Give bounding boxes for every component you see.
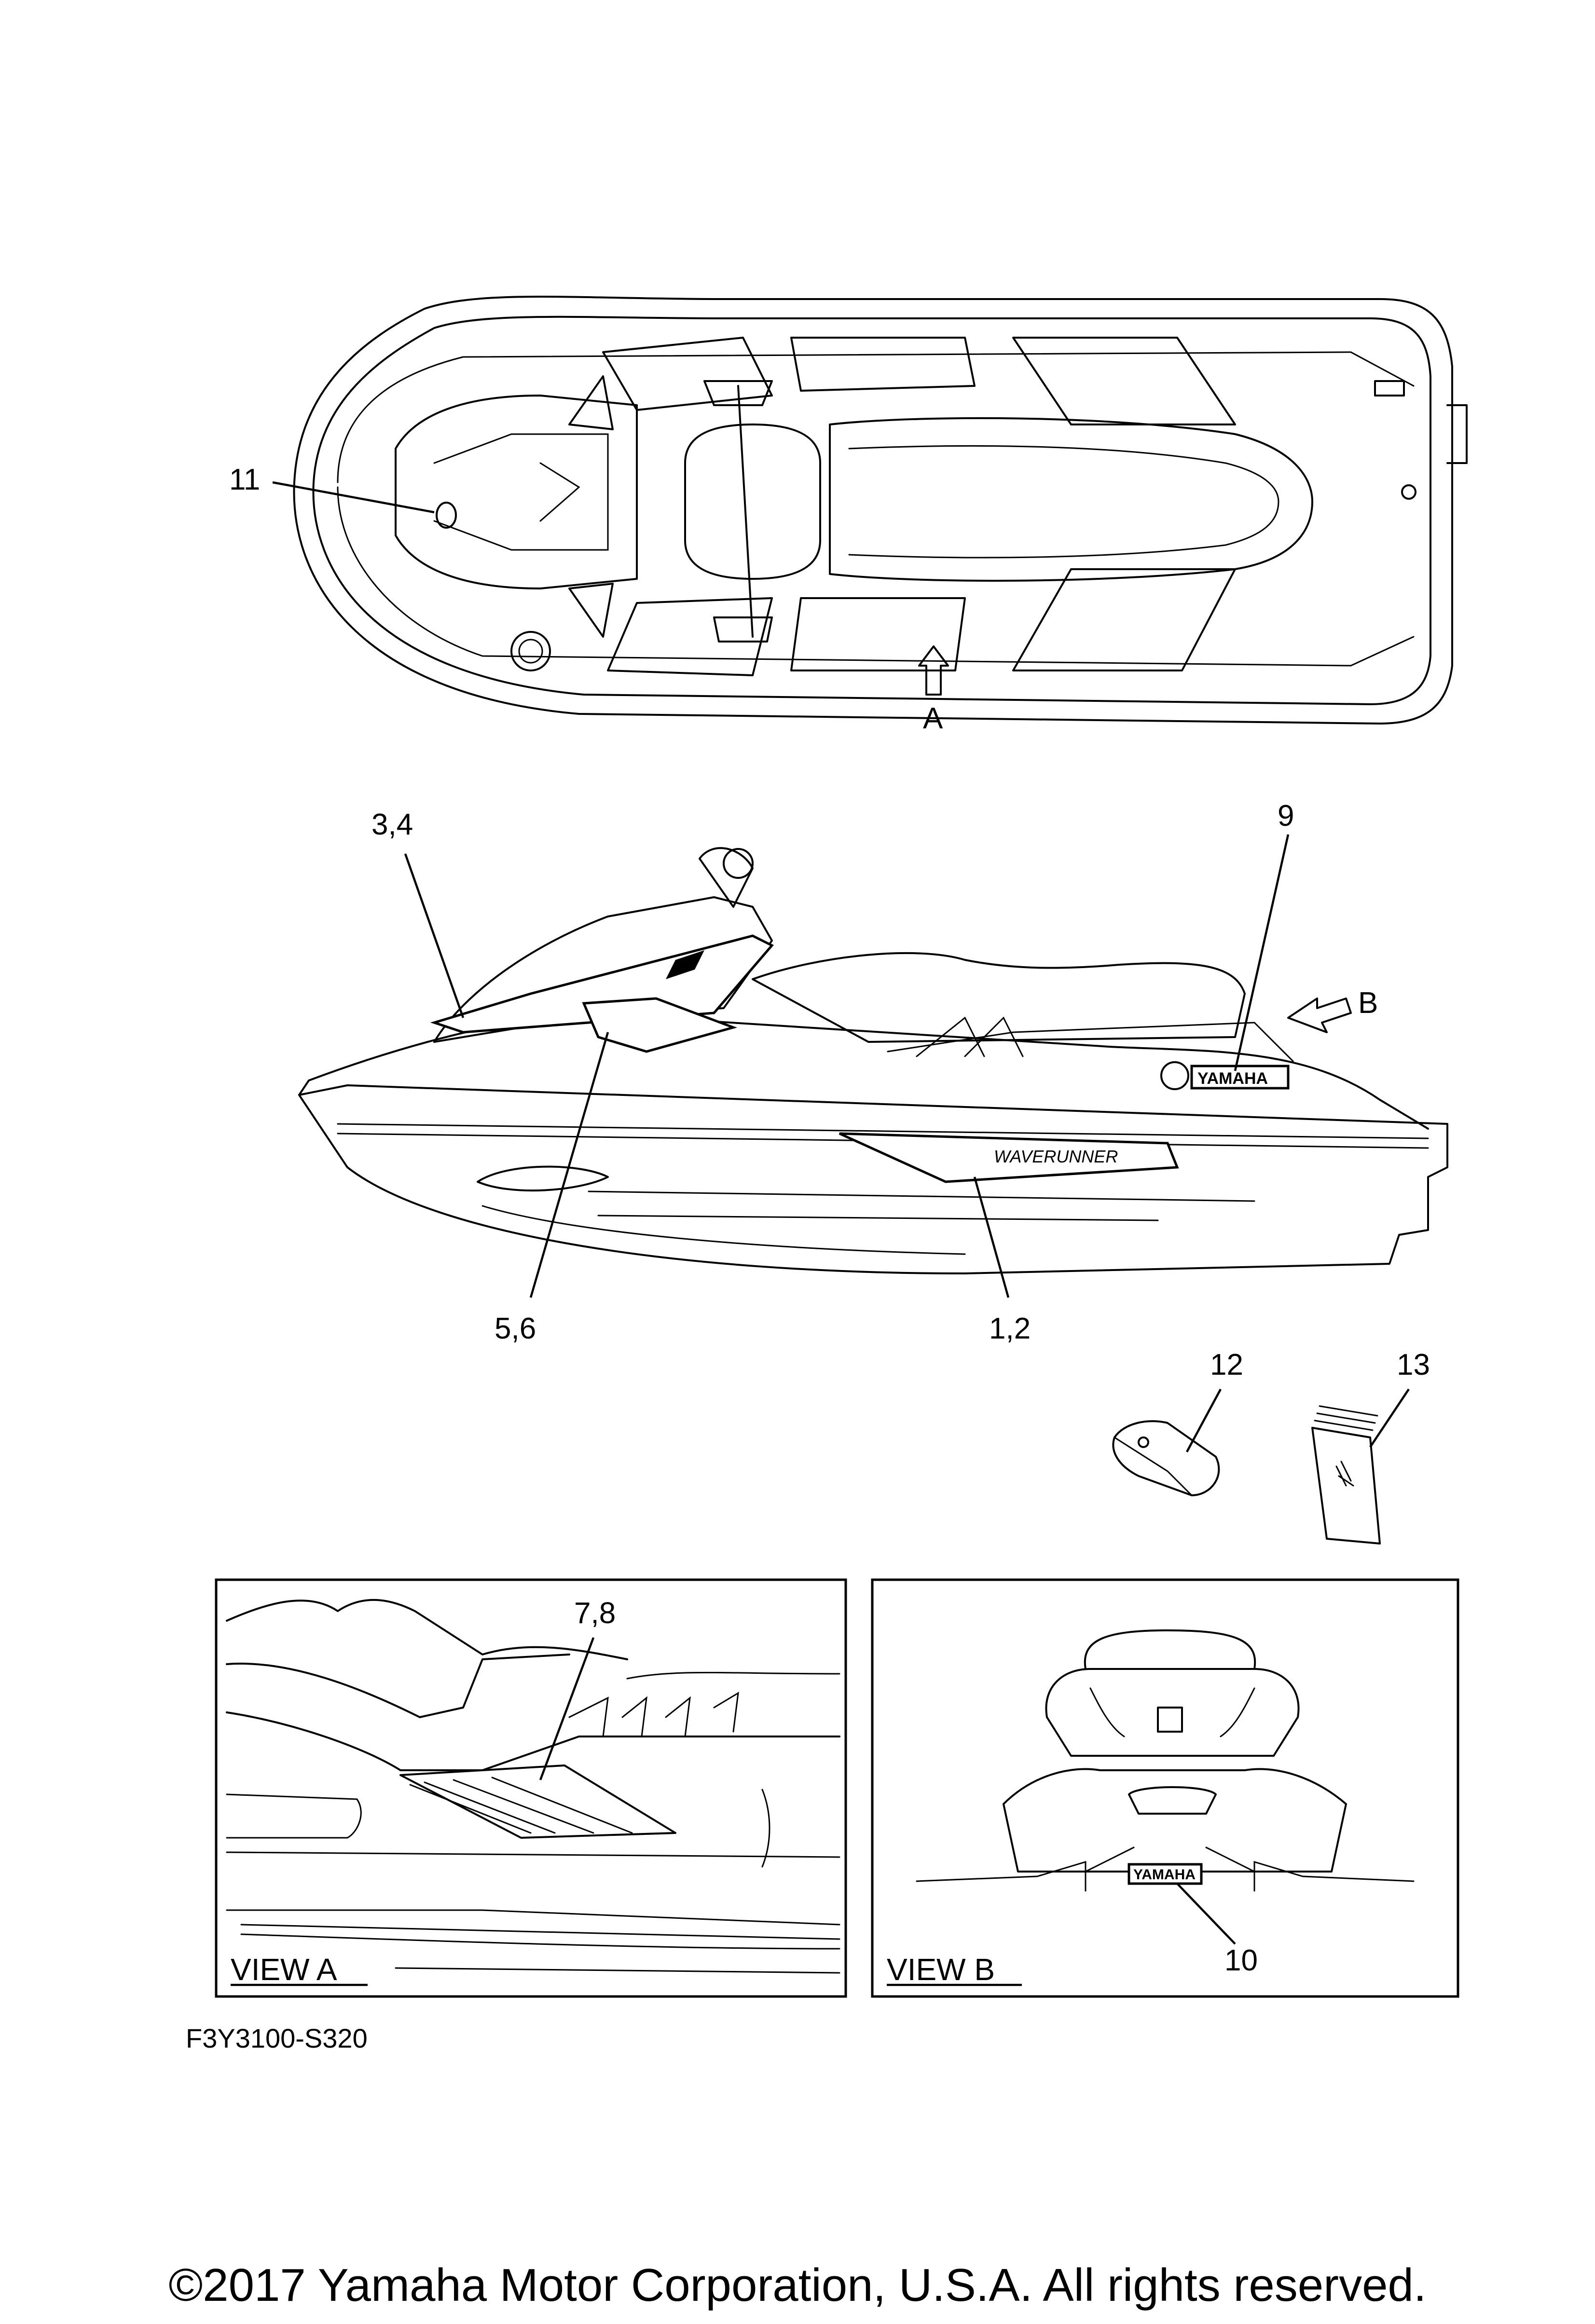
callout-13: 13	[1397, 1348, 1430, 1381]
callout-12: 12	[1210, 1348, 1243, 1381]
arrow-b-label: B	[1358, 986, 1378, 1020]
leader-12	[1186, 1388, 1222, 1453]
leader-3-4	[404, 853, 465, 1018]
callout-3-4: 3,4	[371, 808, 413, 841]
view-a-label: VIEW A	[231, 1952, 337, 1987]
view-b-detail: YAMAHA	[916, 1629, 1415, 1892]
leader-5-6	[529, 1032, 609, 1298]
callout-7-8: 7,8	[574, 1597, 616, 1630]
callout-11: 11	[229, 463, 260, 496]
top-view-watercraft	[293, 296, 1468, 725]
callout-5-6: 5,6	[495, 1312, 536, 1345]
drawing-code: F3Y3100-S320	[186, 2023, 368, 2053]
waverunner-decal-text: WAVERUNNER	[994, 1147, 1118, 1166]
view-a-detail	[226, 1599, 840, 1974]
leader-7-8	[539, 1637, 595, 1780]
callout-9: 9	[1278, 799, 1294, 833]
leader-10	[1176, 1883, 1236, 1945]
view-a-frame	[215, 1578, 847, 1998]
leader-13	[1369, 1388, 1410, 1448]
leader-11	[272, 481, 435, 514]
callout-10: 10	[1224, 1944, 1258, 1977]
part-13-card	[1311, 1405, 1381, 1545]
yamaha-side-decal: YAMAHA	[1197, 1069, 1268, 1088]
leader-1-2	[973, 1176, 1010, 1298]
part-12-tag	[1112, 1420, 1220, 1496]
side-view-watercraft: WAVERUNNER YAMAHA	[298, 847, 1448, 1274]
yamaha-rear-decal: YAMAHA	[1133, 1867, 1196, 1883]
callout-1-2: 1,2	[989, 1312, 1031, 1345]
view-b-frame	[871, 1578, 1459, 1998]
arrow-a-label: A	[923, 702, 943, 735]
copyright-notice: ©2017 Yamaha Motor Corporation, U.S.A. A…	[168, 2259, 1426, 2311]
view-b-label: VIEW B	[887, 1952, 995, 1987]
leader-9	[1234, 834, 1290, 1071]
